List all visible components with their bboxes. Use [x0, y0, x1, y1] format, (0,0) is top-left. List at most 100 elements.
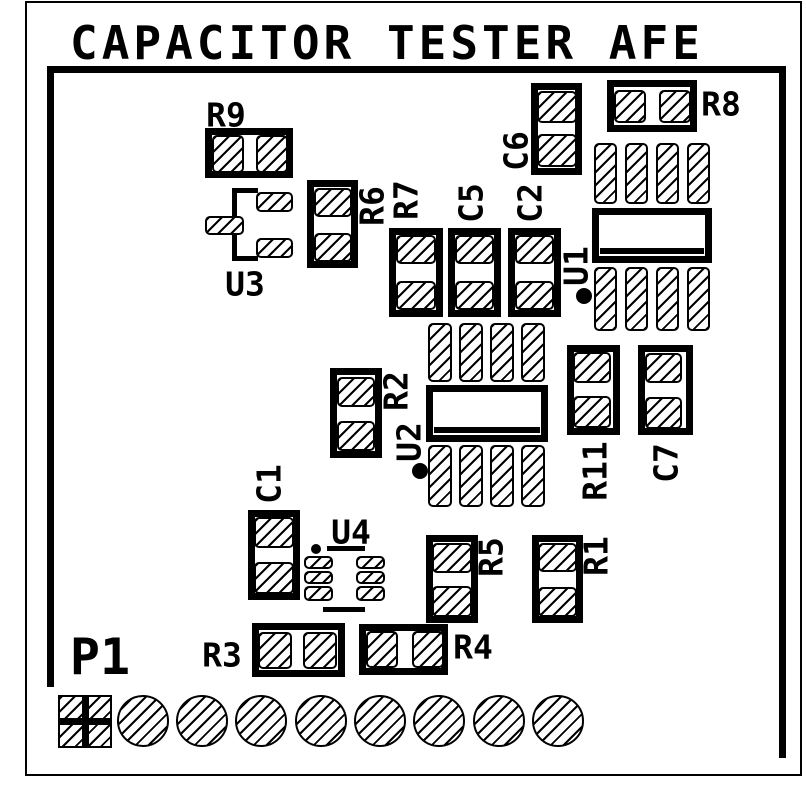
r3-pad: [258, 632, 292, 669]
label-C6: C6: [496, 131, 536, 171]
label-C7: C7: [646, 443, 686, 483]
u4-dot: [311, 544, 321, 554]
page-border: [25, 1, 802, 776]
r5-pad: [432, 586, 472, 617]
r1-frame: [532, 535, 583, 623]
c2-pad: [515, 235, 554, 264]
r8-pad: [659, 90, 691, 123]
u1-dot: [576, 288, 592, 304]
u2-bar: [434, 427, 540, 433]
p1-circle: [354, 695, 406, 747]
board-title: CAPACITOR TESTER AFE: [70, 16, 704, 70]
r1-pad: [538, 543, 577, 572]
u2-frame: [426, 385, 548, 442]
u3-pad: [256, 238, 293, 258]
u1-pad: [656, 267, 679, 331]
c7-frame: [638, 345, 693, 435]
r5-pad: [432, 543, 472, 573]
r1-pad: [538, 587, 577, 617]
r4-frame: [359, 624, 448, 675]
u4-pad: [356, 586, 385, 601]
r7-pad: [396, 281, 436, 310]
c2-frame: [508, 228, 561, 317]
r11-pad: [573, 396, 611, 428]
p1-circle: [295, 695, 347, 747]
p1-circle: [473, 695, 525, 747]
c7-pad: [645, 397, 682, 429]
label-R4: R4: [453, 627, 493, 667]
r11-pad: [573, 352, 611, 383]
c5-frame: [448, 228, 501, 317]
c1-pad: [254, 562, 294, 594]
label-C1: C1: [249, 464, 289, 504]
u2-pad: [521, 445, 545, 507]
u2-pad: [428, 445, 452, 507]
u2-pad: [490, 323, 514, 382]
u1-pad: [656, 143, 679, 204]
c6-pad: [537, 91, 577, 123]
label-R9: R9: [206, 95, 246, 135]
board-outline-top: [47, 66, 786, 73]
r11-frame: [567, 345, 620, 435]
p1-bar: [58, 718, 112, 725]
u4-bar: [323, 607, 365, 612]
u1-bar: [600, 248, 704, 254]
u1-pad: [687, 143, 710, 204]
p1-circle: [117, 695, 169, 747]
label-P1: P1: [69, 628, 131, 686]
label-R2: R2: [376, 371, 416, 411]
r2-pad: [337, 421, 375, 451]
r7-frame: [389, 228, 443, 317]
u2-pad: [521, 323, 545, 382]
u4-bar: [327, 546, 365, 551]
u1-pad: [594, 267, 617, 331]
u2-pad: [459, 323, 483, 382]
u4-pad: [356, 556, 385, 569]
u1-frame: [592, 208, 712, 263]
r5-frame: [426, 535, 478, 623]
r9-pad: [256, 135, 288, 173]
label-U3: U3: [225, 264, 265, 304]
r6-pad: [314, 188, 352, 217]
c6-pad: [537, 134, 577, 167]
r9-pad: [212, 135, 244, 173]
r4-pad: [412, 631, 444, 668]
label-R8: R8: [701, 84, 741, 124]
board-outline-left: [47, 66, 54, 687]
u4-pad: [304, 556, 333, 569]
c7-pad: [645, 353, 682, 383]
u1-pad: [687, 267, 710, 331]
label-R1: R1: [576, 536, 616, 576]
p1-circle: [176, 695, 228, 747]
label-R7: R7: [386, 180, 426, 220]
u3-pad: [205, 216, 244, 235]
u4-pad: [356, 571, 385, 584]
u1-pad: [625, 267, 648, 331]
u3-bar: [232, 188, 258, 193]
c2-pad: [515, 281, 554, 310]
u3-pad: [256, 192, 293, 212]
u2-pad: [490, 445, 514, 507]
r2-pad: [337, 377, 375, 407]
c1-pad: [254, 517, 294, 548]
u4-pad: [304, 586, 333, 601]
board-outline-right: [779, 66, 786, 758]
u2-pad: [459, 445, 483, 507]
r6-pad: [314, 233, 352, 262]
u2-dot: [412, 463, 428, 479]
label-R5: R5: [471, 537, 511, 577]
u2-pad: [428, 323, 452, 382]
c5-pad: [455, 235, 494, 264]
r9-frame: [205, 128, 293, 178]
u1-pad: [594, 143, 617, 204]
label-U2: U2: [389, 422, 429, 462]
r8-pad: [614, 90, 646, 123]
c5-pad: [455, 281, 494, 310]
u3-bar: [232, 256, 258, 261]
r7-pad: [396, 235, 436, 264]
c1-frame: [248, 510, 300, 600]
label-U1: U1: [556, 246, 596, 286]
r8-frame: [607, 80, 697, 132]
r2-frame: [330, 368, 382, 458]
